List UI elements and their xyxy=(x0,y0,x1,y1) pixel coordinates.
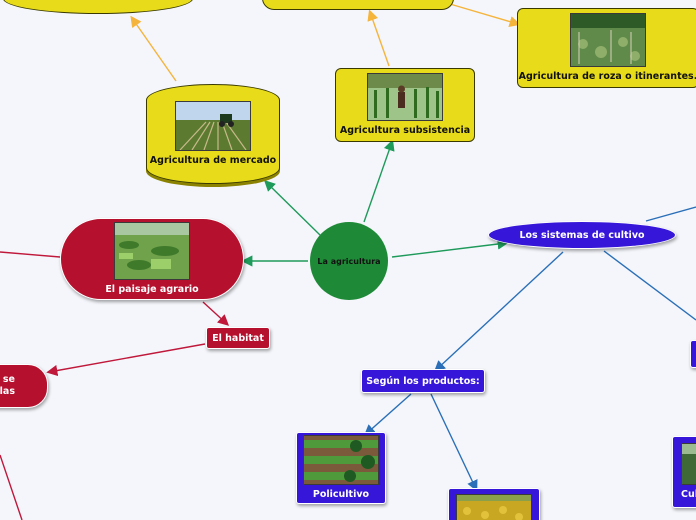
node-right-partial-small[interactable] xyxy=(690,340,696,368)
link-systems-right-mid xyxy=(603,250,696,321)
node-market-label: Agricultura de mercado xyxy=(149,155,277,166)
node-crop-systems[interactable]: Los sistemas de cultivo xyxy=(488,221,676,249)
node-crop-partial-label: Cul xyxy=(681,489,696,500)
central-node-agriculture[interactable]: La agricultura xyxy=(310,222,388,300)
link-central-systems xyxy=(391,238,509,258)
top-center-node-partial[interactable] xyxy=(262,0,454,10)
shifting-cultivation-image xyxy=(570,13,646,67)
sunflower-field-image xyxy=(456,494,532,520)
node-habitat-child-line1: se xyxy=(2,374,15,385)
link-products-monoculture xyxy=(430,393,478,492)
link-systems-right-top xyxy=(645,206,696,222)
link-habitat-child-down xyxy=(0,454,23,520)
link-habitat-child xyxy=(46,343,206,377)
node-habitat-child-line2: las xyxy=(0,386,15,397)
node-right-partial-crops[interactable]: Cul xyxy=(672,436,696,508)
node-products-label: Según los productos: xyxy=(366,375,480,387)
node-habitat-child-partial[interactable]: se las xyxy=(0,364,48,408)
node-slash-burn-agriculture[interactable]: Agricultura de roza o itinerantes. xyxy=(517,8,696,88)
polyculture-image xyxy=(303,435,379,485)
link-landscape-left xyxy=(0,251,61,258)
node-polyculture-label: Policultivo xyxy=(312,489,370,500)
link-central-market xyxy=(264,180,321,236)
link-landscape-habitat xyxy=(202,301,230,326)
link-systems-products xyxy=(433,251,564,372)
tractor-field-image xyxy=(175,101,251,151)
node-habitat-label: El habitat xyxy=(212,332,264,344)
link-subsistence-top xyxy=(367,9,390,67)
link-products-polyculture xyxy=(363,393,412,436)
link-market-top xyxy=(130,15,177,82)
node-market-agriculture[interactable]: Agricultura de mercado xyxy=(146,84,280,184)
node-by-products[interactable]: Según los productos: xyxy=(361,369,485,393)
node-landscape-label: El paisaje agrario xyxy=(105,284,199,295)
green-fields-image xyxy=(114,222,190,280)
central-label: La agricultura xyxy=(317,256,381,266)
maize-field-image xyxy=(367,73,443,121)
link-central-subsistence xyxy=(363,139,395,223)
node-systems-label: Los sistemas de cultivo xyxy=(519,229,645,241)
link-top-slashburn xyxy=(449,3,521,28)
node-agrarian-landscape[interactable]: El paisaje agrario xyxy=(60,218,244,300)
node-subsistence-agriculture[interactable]: Agricultura subsistencia xyxy=(335,68,475,142)
node-monoculture-partial[interactable] xyxy=(448,488,540,520)
node-polyculture[interactable]: Policultivo xyxy=(296,432,386,504)
node-habitat[interactable]: El habitat xyxy=(206,327,270,349)
crop-image-partial xyxy=(681,443,696,485)
node-slash-burn-label: Agricultura de roza o itinerantes. xyxy=(518,71,696,82)
node-subsistence-label: Agricultura subsistencia xyxy=(339,125,471,136)
